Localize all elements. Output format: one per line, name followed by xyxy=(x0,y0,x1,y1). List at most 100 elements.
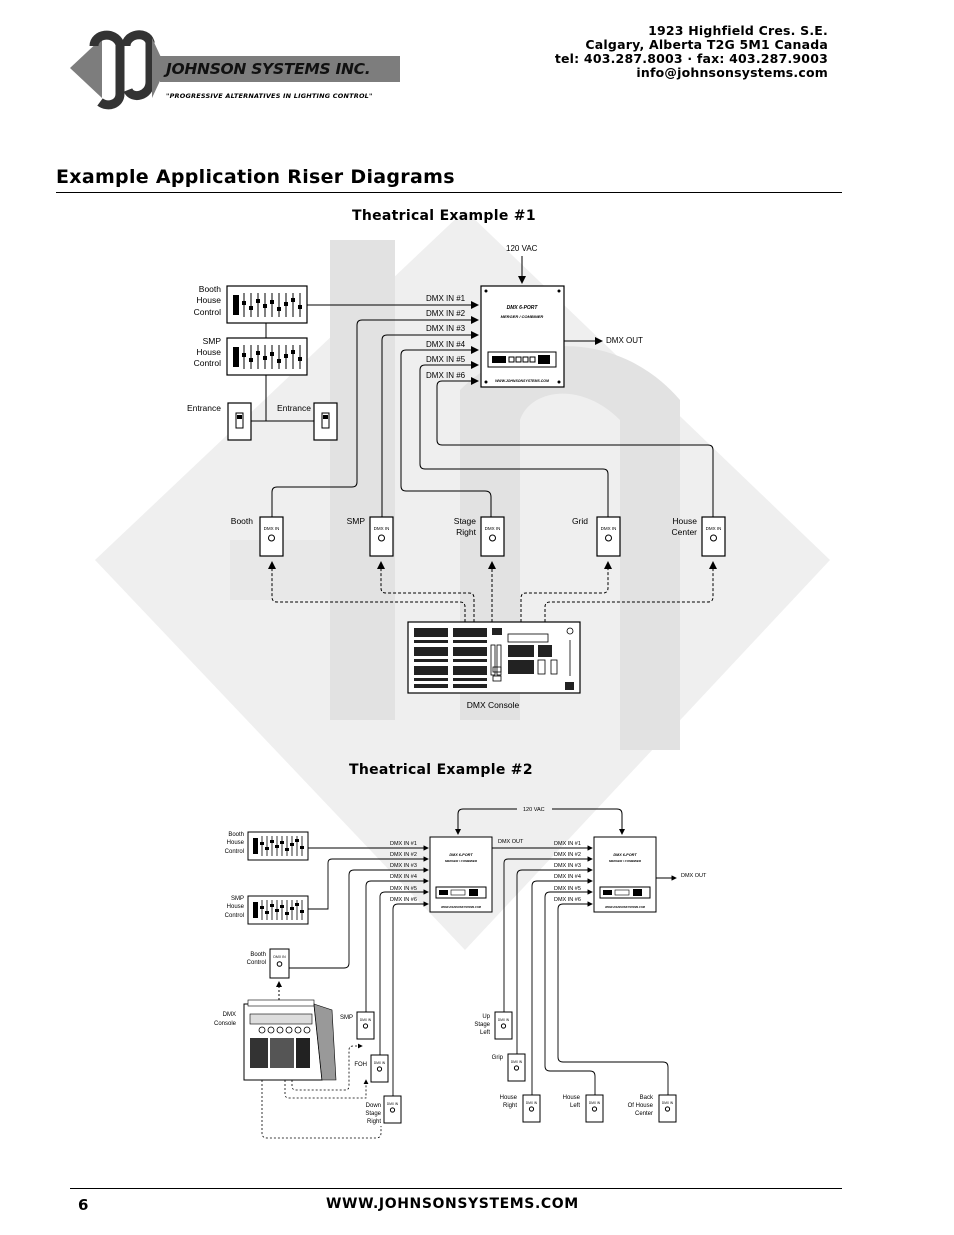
ex2-usl-1: Up xyxy=(482,1014,490,1020)
ex2-smp-hc-1: SMP xyxy=(231,896,244,902)
address-city: Calgary, Alberta T2G 5M1 Canada xyxy=(585,37,828,52)
ex2-smp-hc-2: House xyxy=(227,904,245,910)
dmx-console-label: DMX Console xyxy=(467,700,520,710)
ex2-station-grip: DMX IN xyxy=(507,1053,526,1082)
station-booth: DMX IN xyxy=(259,516,284,557)
ex2-bohc-3: Center xyxy=(635,1111,653,1117)
entrance-left-label: Entrance xyxy=(187,403,221,413)
booth-hc-label-1: Booth xyxy=(199,284,221,294)
ex2-a-in-4: DMX IN #4 xyxy=(390,874,417,880)
ex2-dsr-1: Down xyxy=(366,1103,381,1109)
example2-title: Theatrical Example #2 xyxy=(349,762,533,778)
page-title: Example Application Riser Diagrams xyxy=(56,166,455,188)
dmx-out-label: DMX OUT xyxy=(606,336,643,345)
ex2-station-down-stage-right: DMX IN xyxy=(383,1095,402,1124)
ex2-a-in-5: DMX IN #5 xyxy=(390,886,417,892)
station-stage-right-label-2: Right xyxy=(456,527,476,537)
merger-title: DMX 6-PORT xyxy=(507,305,539,311)
booth-house-control-panel xyxy=(226,285,308,324)
ex2-dashed-smp xyxy=(291,1043,363,1091)
ex2-console-label-1: DMX xyxy=(223,1012,236,1018)
ex2-grip-dmx: DMX IN xyxy=(511,1060,523,1064)
dashed-cable-grid xyxy=(520,561,612,622)
ex2-merger-a: DMX 6-PORT MERGER / COMBINER WWW.JOHNSON… xyxy=(429,836,493,913)
station-booth-label: Booth xyxy=(231,516,253,526)
ex2-a-in-1: DMX IN #1 xyxy=(390,841,417,847)
ex2-console-label-2: Console xyxy=(214,1021,237,1027)
station-grid-dmx-label: DMX IN xyxy=(601,526,617,531)
footer-divider xyxy=(70,1188,842,1189)
ex2-smp-label: SMP xyxy=(340,1015,353,1021)
ex2-bohc-1: Back xyxy=(640,1095,654,1101)
ex2-station-back-of-house-center: DMX IN xyxy=(658,1094,677,1123)
company-name: JOHNSON SYSTEMS INC. xyxy=(166,60,371,78)
merger-url: WWW.JOHNSONSYSTEMS.COM xyxy=(495,379,549,383)
station-stage-right-label-1: Stage xyxy=(454,516,476,526)
ex2-power-line-left xyxy=(455,808,517,835)
ex2-station-booth-control: DMX IN xyxy=(269,948,290,979)
smp-house-control-panel xyxy=(226,337,308,376)
dashed-cable-booth xyxy=(268,561,466,622)
ex2-hl-2: Left xyxy=(570,1103,580,1109)
ex2-b-cable-6 xyxy=(557,901,669,1096)
smp-hc-label-3: Control xyxy=(194,358,222,368)
title-divider xyxy=(56,192,842,193)
ex2-b-cable-5 xyxy=(544,889,596,1096)
station-booth-dmx-label: DMX IN xyxy=(264,526,280,531)
ex2-merger-b-url: WWW.JOHNSONSYSTEMS.COM xyxy=(605,905,646,909)
ex2-b-in-4: DMX IN #4 xyxy=(554,874,581,880)
ex2-dmx-out-b: DMX OUT xyxy=(681,873,707,879)
ex2-hr-1: House xyxy=(500,1095,518,1101)
ex2-power-label: 120 VAC xyxy=(523,807,545,813)
contact-phone-fax: tel: 403.287.8003 · fax: 403.287.9003 xyxy=(554,51,828,66)
ex2-hr-dmx: DMX IN xyxy=(526,1101,538,1105)
cable-in-5 xyxy=(419,361,609,517)
ex2-merger-b-title: DMX 6-PORT xyxy=(613,853,637,857)
ex2-smp-hc-3: Control xyxy=(225,913,244,919)
ex2-b-in-6: DMX IN #6 xyxy=(554,897,581,903)
logo-mark-icon xyxy=(70,30,400,110)
ex2-b-in-1: DMX IN #1 xyxy=(554,841,581,847)
dmx-console xyxy=(407,621,581,694)
ex2-booth-control-2: Control xyxy=(247,960,266,966)
ex2-booth-hc-3: Control xyxy=(225,849,244,855)
ex2-dmx-console xyxy=(243,999,337,1081)
dmx-in-4-label: DMX IN #4 xyxy=(426,340,466,349)
entrance-right-label: Entrance xyxy=(277,403,311,413)
smp-hc-label-2: House xyxy=(196,347,221,357)
ex2-booth-hc-1: Booth xyxy=(228,832,244,838)
ex2-b-cable-3 xyxy=(516,867,593,1055)
ex2-merger-b-subtitle: MERGER / COMBINER xyxy=(609,859,642,863)
ex2-dashed-dsr xyxy=(261,1080,382,1139)
ex2-dsr-dmx: DMX IN xyxy=(387,1102,399,1106)
ex2-power-line-right xyxy=(552,808,625,835)
ex2-booth-hc-2: House xyxy=(227,840,245,846)
booth-hc-label-3: Control xyxy=(194,307,222,317)
ex2-b-in-5: DMX IN #5 xyxy=(554,886,581,892)
cable-in-2 xyxy=(271,316,479,517)
ex2-merger-a-url: WWW.JOHNSONSYSTEMS.COM xyxy=(441,905,482,909)
footer-website-link[interactable]: WWW.JOHNSONSYSTEMS.COM xyxy=(326,1196,579,1212)
station-smp: DMX IN xyxy=(369,516,394,557)
ex2-bohc-dmx: DMX IN xyxy=(662,1101,674,1105)
ex2-dsr-3: Right xyxy=(367,1119,381,1125)
ex2-booth-control-1: Booth xyxy=(250,952,266,958)
ex2-foh-label: FOH xyxy=(354,1062,367,1068)
station-house-center: DMX IN xyxy=(701,516,726,557)
station-house-center-label-1: House xyxy=(672,516,697,526)
ex2-booth-house-control-panel xyxy=(247,831,309,861)
ex2-a-in-6: DMX IN #6 xyxy=(390,897,417,903)
ex2-smp-house-control-panel xyxy=(247,895,309,925)
ex2-hl-1: House xyxy=(563,1095,581,1101)
ex2-b-cable-4 xyxy=(531,878,593,1096)
ex2-dsr-2: Stage xyxy=(365,1111,381,1117)
ex2-station-smp: DMX IN xyxy=(356,1011,375,1040)
ex2-merger-b: DMX 6-PORT MERGER / COMBINER WWW.JOHNSON… xyxy=(593,836,657,913)
ex2-dmx-out-a: DMX OUT xyxy=(498,839,524,845)
dashed-cable-smp xyxy=(377,561,475,622)
example1-riser-diagram: 120 VAC DMX 6-PORT MERGER / COMBINER WWW… xyxy=(187,244,726,710)
ex2-a-cable-2 xyxy=(308,856,429,910)
station-house-center-label-2: Center xyxy=(671,527,697,537)
dashed-cable-house-center xyxy=(544,561,717,622)
station-stage-right: DMX IN xyxy=(480,516,505,557)
